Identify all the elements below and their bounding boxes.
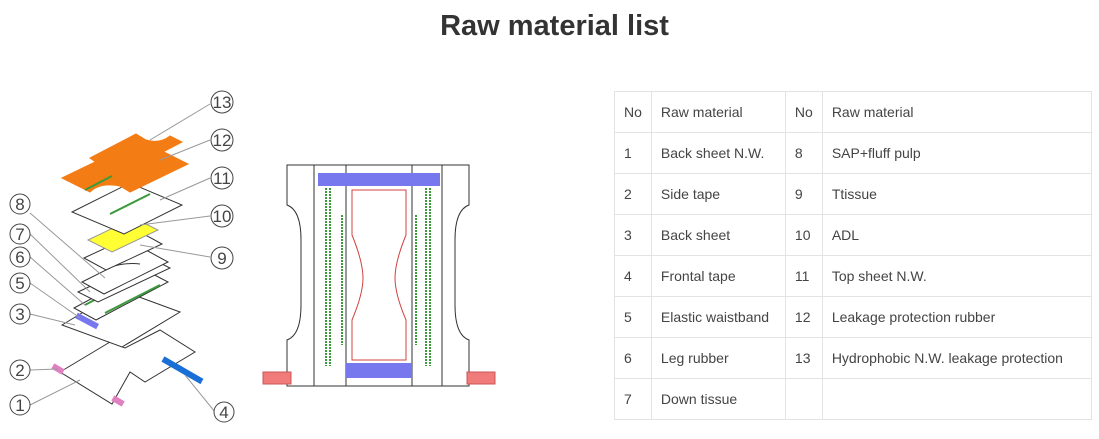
layer-top-sheet <box>70 182 184 235</box>
cell-no: 1 <box>614 132 652 174</box>
cell-material: Elastic waistband <box>650 296 786 338</box>
flat-waistband-top <box>318 173 440 186</box>
svg-text:2: 2 <box>15 361 24 380</box>
cell-no: 9 <box>784 173 823 215</box>
svg-text:3: 3 <box>15 305 24 324</box>
table-row: 5 Elastic waistband 12 Leakage protectio… <box>614 296 1092 338</box>
header-raw-material-1: Raw material <box>650 91 786 133</box>
page-title: Raw material list <box>440 10 669 42</box>
header-no-1: No <box>614 91 652 133</box>
cell-no <box>784 378 823 420</box>
cell-no: 10 <box>784 214 823 256</box>
cell-material: Side tape <box>650 173 786 215</box>
cell-no: 7 <box>614 378 652 420</box>
table-row: 2 Side tape 9 Ttissue <box>614 173 1092 215</box>
cell-material: Leakage protection rubber <box>821 296 1092 338</box>
callout-13: 13 <box>210 90 234 114</box>
svg-text:9: 9 <box>217 249 226 268</box>
cell-material: Ttissue <box>821 173 1092 215</box>
svg-text:1: 1 <box>15 396 24 415</box>
cell-no: 5 <box>614 296 652 338</box>
svg-text:7: 7 <box>15 225 24 244</box>
callout-12: 12 <box>210 128 234 152</box>
callout-10: 10 <box>210 204 234 228</box>
cell-no: 11 <box>784 255 823 297</box>
cell-no: 6 <box>614 337 652 379</box>
callout-9: 9 <box>210 246 234 270</box>
cell-material: SAP+fluff pulp <box>821 132 1092 174</box>
svg-text:10: 10 <box>213 207 232 226</box>
callout-7: 7 <box>9 223 31 245</box>
flat-side-tape-right <box>466 371 496 385</box>
svg-text:13: 13 <box>213 93 232 112</box>
cell-material: Back sheet <box>650 214 786 256</box>
cell-material: Hydrophobic N.W. leakage protection <box>821 337 1092 379</box>
flat-waistband-bottom <box>346 363 412 378</box>
cell-no: 12 <box>784 296 823 338</box>
header-raw-material-2: Raw material <box>821 91 1092 133</box>
table-row: 4 Frontal tape 11 Top sheet N.W. <box>614 255 1092 297</box>
cell-no: 13 <box>784 337 823 379</box>
flat-outline <box>286 164 470 387</box>
callout-2: 2 <box>9 359 31 381</box>
layer-frontal-tape <box>161 356 204 385</box>
layer-elastic-waistband <box>74 312 100 330</box>
diaper-diagram: 13 12 11 10 9 8 7 6 5 3 2 1 4 <box>9 90 496 423</box>
cell-material: Frontal tape <box>650 255 786 297</box>
callout-5: 5 <box>9 272 31 294</box>
callout-6: 6 <box>9 246 31 268</box>
cell-material: ADL <box>821 214 1092 256</box>
svg-text:8: 8 <box>15 195 24 214</box>
cell-no: 3 <box>614 214 652 256</box>
svg-text:6: 6 <box>15 248 24 267</box>
cell-material: Top sheet N.W. <box>821 255 1092 297</box>
flat-absorbent-core <box>351 189 407 361</box>
callout-8: 8 <box>9 193 31 215</box>
callout-4: 4 <box>213 401 235 423</box>
cell-material: Down tissue <box>650 378 786 420</box>
callout-11: 11 <box>210 166 234 190</box>
cell-material: Leg rubber <box>650 337 786 379</box>
exploded-view <box>29 103 216 413</box>
callout-1: 1 <box>9 394 31 416</box>
header-no-2: No <box>784 91 823 133</box>
svg-text:11: 11 <box>213 169 231 188</box>
layer-side-tape-right <box>111 395 125 407</box>
svg-text:5: 5 <box>15 274 24 293</box>
raw-material-table: No Raw material No Raw material 1 Back s… <box>614 91 1092 420</box>
layer-hydrophobic-top <box>89 133 184 167</box>
callout-3: 3 <box>9 303 31 325</box>
cell-material <box>821 378 1092 420</box>
cell-no: 2 <box>614 173 652 215</box>
cell-material: Back sheet N.W. <box>650 132 786 174</box>
flat-view <box>286 164 470 387</box>
cell-no: 8 <box>784 132 823 174</box>
table-row: 7 Down tissue <box>614 378 1092 420</box>
table-row: 1 Back sheet N.W. 8 SAP+fluff pulp <box>614 132 1092 174</box>
table-row: 3 Back sheet 10 ADL <box>614 214 1092 256</box>
flat-side-tape-left <box>262 371 292 385</box>
svg-text:12: 12 <box>213 131 232 150</box>
table-header-row: No Raw material No Raw material <box>614 91 1092 133</box>
table-row: 6 Leg rubber 13 Hydrophobic N.W. leakage… <box>614 337 1092 379</box>
cell-no: 4 <box>614 255 652 297</box>
svg-text:4: 4 <box>219 403 228 422</box>
